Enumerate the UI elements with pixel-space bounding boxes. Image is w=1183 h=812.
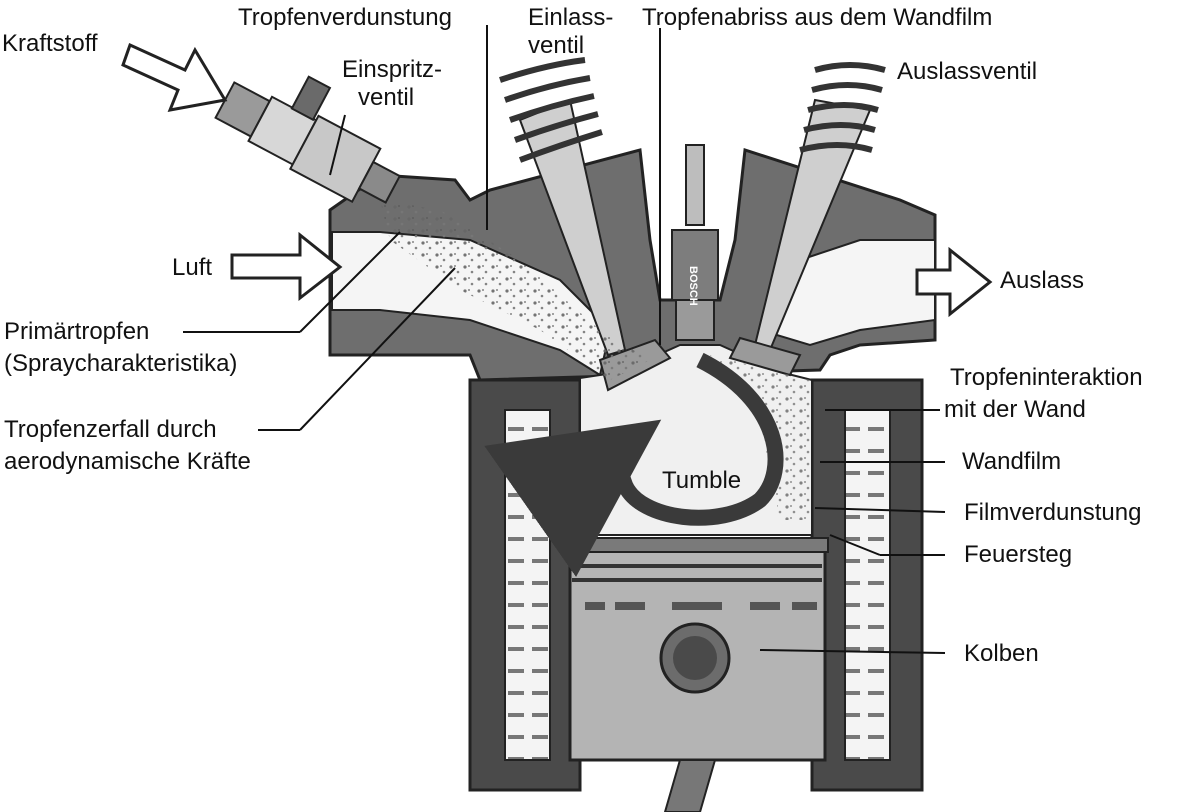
- exhaust-valve: [728, 62, 886, 377]
- connecting-rod: [663, 759, 717, 812]
- label-tropfenverdunstung: Tropfenverdunstung: [238, 4, 452, 31]
- leader-lines: [183, 25, 946, 654]
- label-tropfenzerfall-line1: Tropfenzerfall durch: [4, 416, 217, 443]
- label-einlassventil-line2: ventil: [528, 32, 585, 59]
- label-luft: Luft: [172, 254, 213, 281]
- piston-crown: [567, 537, 829, 553]
- label-primaertropfen-line1: Primärtropfen: [4, 318, 150, 345]
- tumble-arrow: [484, 352, 784, 577]
- label-kolben: Kolben: [964, 640, 1039, 667]
- coolant-jacket-left: [504, 409, 551, 761]
- air-arrow: [230, 231, 343, 302]
- label-tropfeninteraktion-line1: Tropfeninteraktion: [950, 364, 1143, 391]
- fuel-arrow: [121, 42, 228, 112]
- label-tropfeninteraktion-line2: mit der Wand: [944, 396, 1086, 423]
- label-tropfenabriss: Tropfenabriss aus dem Wandfilm: [642, 4, 993, 31]
- piston-ring-grooves: [585, 602, 817, 610]
- label-einspritzventil-line1: Einspritz-: [342, 56, 443, 83]
- label-auslass: Auslass: [1000, 267, 1085, 294]
- label-primaertropfen-line2: (Spraycharakteristika): [4, 350, 238, 377]
- label-wandfilm: Wandfilm: [962, 448, 1062, 475]
- label-feuersteg: Feuersteg: [964, 541, 1073, 568]
- label-auslassventil: Auslassventil: [897, 58, 1038, 85]
- label-kraftstoff: Kraftstoff: [2, 30, 98, 57]
- coolant-jacket-right: [844, 409, 891, 761]
- label-einspritzventil-line2: ventil: [358, 84, 415, 111]
- label-tumble: Tumble: [662, 467, 742, 494]
- label-filmverdunstung: Filmverdunstung: [964, 499, 1142, 526]
- fuel-injector: [214, 75, 402, 204]
- label-tropfenzerfall-line2: aerodynamische Kräfte: [4, 448, 251, 475]
- label-einlassventil-line1: Einlass-: [528, 4, 614, 31]
- droplet-cloud-cylinder: [710, 355, 810, 520]
- spark-plug: BOSCH: [671, 144, 719, 341]
- exhaust-arrow: [915, 246, 993, 318]
- exhaust-valve-spring: [799, 62, 886, 153]
- spark-plug-brand: BOSCH: [687, 266, 699, 306]
- fuel-spray: [380, 200, 650, 380]
- intake-valve-spring: [499, 57, 603, 163]
